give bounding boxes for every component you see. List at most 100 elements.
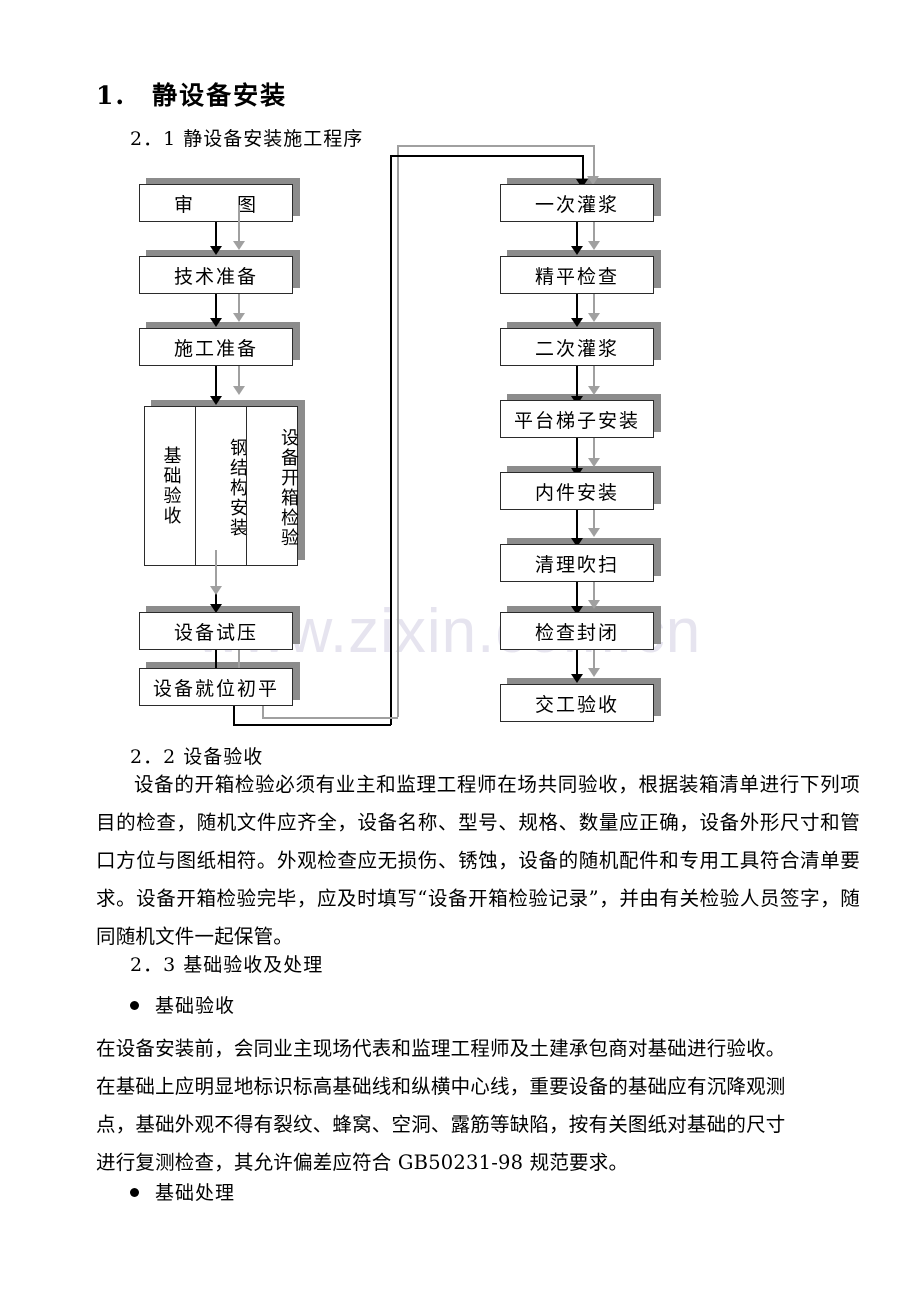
arrow-n2-n3	[210, 318, 222, 327]
connector-feedback-black-left	[390, 155, 392, 725]
arrow-gray-r2-r3	[588, 313, 600, 322]
page-title-number: 1.	[96, 81, 127, 110]
flow-node-label: 施工准备	[173, 337, 258, 360]
connector-return-black-stem	[233, 690, 235, 725]
flow-node-label: 一次灌浆	[534, 193, 619, 216]
connector-r4-r5	[576, 438, 579, 472]
arrow-gray-r4-r5	[588, 458, 600, 467]
connector-r1-r2	[576, 222, 579, 250]
flow-node-label: 精平检查	[534, 265, 619, 288]
bullet-foundation-acceptance: 基础验收	[130, 991, 235, 1018]
bullet-label: 基础验收	[155, 995, 236, 1017]
connector-n1-n2	[215, 222, 218, 250]
flow-node-jiancha-fengbi[interactable]: 检查封闭	[500, 612, 654, 650]
paragraph-line: 进行复测检查，其允许偏差应符合 GB50231-98 规范要求。	[96, 1151, 629, 1174]
arrow-gray-r7-r8	[588, 668, 600, 677]
paragraph-line: 在基础上应明显地标识标高基础线和纵横中心线，重要设备的基础应有沉降观测	[96, 1075, 786, 1098]
arrow-gray-r1-r2	[588, 241, 600, 250]
flow-node-erci-guanjiang[interactable]: 二次灌浆	[500, 328, 654, 366]
arrow-r2-r3	[571, 318, 583, 327]
flow-node-label: 二次灌浆	[534, 337, 619, 360]
bullet-dot-icon	[130, 1188, 139, 1197]
arrow-feedback-black	[576, 179, 588, 188]
flow-node-qingli-chuisao[interactable]: 清理吹扫	[500, 544, 654, 582]
connector-n5-n6	[215, 650, 218, 678]
flow-node-column-gangjiegou-anzhuang[interactable]: 钢结构安装	[195, 407, 248, 565]
connector-gray-n5-n6	[238, 650, 240, 673]
connector-r7-r8	[576, 650, 579, 678]
arrow-feedback-gray	[587, 176, 599, 185]
connector-gray-r4-r5	[593, 438, 595, 462]
connector-return-gray-bottom	[262, 717, 398, 719]
flow-node-label: 平台梯子安装	[513, 409, 640, 432]
flow-node-label: 交工验收	[534, 693, 619, 716]
flow-node-label: 内件安装	[534, 481, 619, 504]
arrow-n3-n4	[210, 396, 222, 405]
flow-node-yici-guanjiang[interactable]: 一次灌浆	[500, 184, 654, 222]
flow-node-label: 检查封闭	[534, 621, 619, 644]
flow-node-column-jichu-yanshou[interactable]: 基础验收	[145, 407, 195, 565]
arrow-gray-n4-n5	[210, 586, 222, 595]
flow-node-label: 钢结构安装	[227, 438, 248, 538]
connector-feedback-black-right	[582, 155, 585, 185]
arrow-n1-n2	[210, 246, 222, 255]
flow-node-shen-tu[interactable]: 审 图	[139, 184, 293, 222]
connector-feedback-gray-left	[397, 145, 399, 717]
flowchart: 审 图 技术准备 施工准备 基础验收 钢结构安装	[139, 145, 661, 726]
connector-r2-r3	[576, 294, 579, 322]
flow-node-shigong-zhunbei[interactable]: 施工准备	[139, 328, 293, 366]
arrow-gray-r6-r7	[588, 600, 600, 609]
page-title: 1. 静设备安装	[96, 76, 287, 112]
connector-return-black-bottom	[233, 724, 391, 726]
flow-node-shebei-jiuwei-chuping[interactable]: 设备就位初平	[139, 668, 293, 706]
bullet-label: 基础处理	[155, 1182, 236, 1204]
flow-node-shebei-shiya[interactable]: 设备试压	[139, 612, 293, 650]
connector-gray-n2-n3	[238, 294, 240, 317]
arrow-r6-r7	[571, 606, 583, 615]
page-title-text: 静设备安装	[152, 81, 288, 110]
bullet-dot-icon	[130, 1001, 139, 1010]
flow-node-pingtai-tizi-anzhuang[interactable]: 平台梯子安装	[500, 400, 654, 438]
arrow-r7-r8	[571, 674, 583, 683]
connector-r5-r6	[576, 510, 579, 542]
arrow-gray-n2-n3	[233, 313, 245, 322]
flow-node-label: 清理吹扫	[534, 553, 619, 576]
section-heading-2-2: 2．2 设备验收	[130, 746, 264, 768]
section-heading-2-1: 2．1 静设备安装施工程序	[130, 128, 364, 150]
connector-gray-r5-r6	[593, 510, 595, 532]
flow-node-composite[interactable]: 基础验收 钢结构安装 设备开箱检验	[144, 406, 299, 566]
connector-gray-r2-r3	[593, 294, 595, 317]
flow-node-jiaogong-yanshou[interactable]: 交工验收	[500, 684, 654, 722]
connector-gray-r1-r2	[593, 222, 595, 245]
connector-gray-n1-n2	[238, 205, 240, 245]
flow-node-neijian-anzhuang[interactable]: 内件安装	[500, 472, 654, 510]
arrow-gray-n3-n4	[233, 386, 245, 395]
arrow-gray-r5-r6	[588, 528, 600, 537]
paragraph-equipment-acceptance: 设备的开箱检验必须有业主和监理工程师在场共同验收，根据装箱清单进行下列项目的检查…	[96, 773, 860, 948]
connector-r6-r7	[576, 582, 579, 610]
flow-node-jingping-jiancha[interactable]: 精平检查	[500, 256, 654, 294]
flow-node-label: 设备就位初平	[152, 677, 279, 700]
arrow-r5-r6	[571, 538, 583, 547]
connector-gray-n3-n4	[238, 366, 240, 390]
flow-node-label: 设备试压	[173, 621, 258, 644]
connector-gray-r3-r4	[593, 366, 595, 390]
bullet-foundation-treatment: 基础处理	[130, 1178, 235, 1205]
paragraph-line: 在设备安装前，会同业主现场代表和监理工程师及土建承包商对基础进行验收。	[96, 1037, 786, 1060]
connector-feedback-black-top	[390, 155, 583, 157]
connector-feedback-gray-right	[593, 145, 595, 180]
connector-gray-n4-n5	[215, 550, 217, 590]
flow-node-label: 设备开箱检验	[278, 428, 299, 548]
arrow-r1-r2	[571, 246, 583, 255]
flow-node-column-shebei-kaixiang-jianyan[interactable]: 设备开箱检验	[246, 407, 299, 565]
paragraph-foundation-acceptance: 在设备安装前，会同业主现场代表和监理工程师及土建承包商对基础进行验收。 在基础上…	[96, 1030, 860, 1182]
section-heading-2-3: 2．3 基础验收及处理	[130, 954, 324, 976]
connector-gray-r6-r7	[593, 582, 595, 604]
connector-n2-n3	[215, 294, 218, 322]
connector-feedback-gray-top	[397, 145, 593, 147]
flow-node-jishu-zhunbei[interactable]: 技术准备	[139, 256, 293, 294]
connector-n3-n4	[215, 366, 218, 400]
connector-r3-r4	[576, 366, 579, 400]
arrow-n4-n5	[210, 604, 222, 613]
flow-node-label: 基础验收	[160, 446, 182, 526]
